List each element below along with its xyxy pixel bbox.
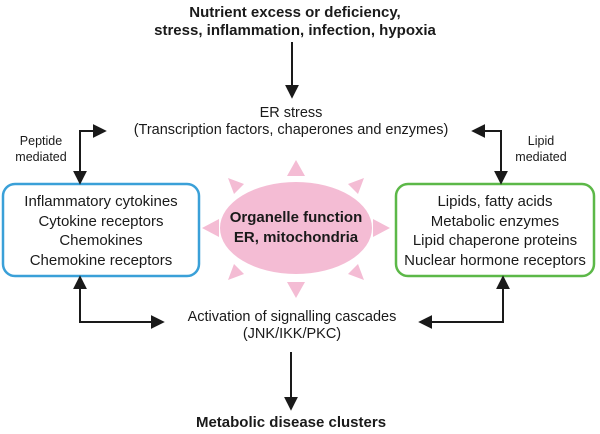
arrow-er-stress-to-left-box <box>73 124 107 185</box>
top-cause-line1: Nutrient excess or deficiency, <box>189 4 401 21</box>
left-box-item: Inflammatory cytokines <box>24 193 178 210</box>
peptide-mediated-label: Peptide mediated <box>10 134 72 165</box>
left-box-item: Chemokine receptors <box>29 251 173 269</box>
organelle-function-text: Organelle function ER, mitochondria <box>220 208 372 247</box>
pink-pointers <box>202 160 390 298</box>
right-box-item: Lipid chaperone proteins <box>412 232 578 249</box>
pink-pointer-upper-right <box>348 178 364 194</box>
peptide-label-line2: mediated <box>15 149 67 164</box>
top-cause-line2: stress, inflammation, infection, hypoxia <box>154 22 436 39</box>
organelle-line1: Organelle function <box>229 209 363 226</box>
pink-pointer-up <box>287 160 305 176</box>
left-box-item: Cytokine receptors <box>38 212 164 230</box>
right-box-item: Metabolic enzymes <box>430 212 560 230</box>
peptide-label-line1: Peptide <box>19 134 63 148</box>
pink-pointer-lower-right <box>348 264 364 280</box>
arrows <box>73 42 510 411</box>
er-stress-subtitle: (Transcription factors, chaperones and e… <box>133 122 449 139</box>
pink-pointer-down <box>287 282 305 298</box>
signalling-line2: (JNK/IKK/PKC) <box>242 326 342 343</box>
pink-pointer-right <box>373 219 390 237</box>
right-box: Lipids, fatty acids Metabolic enzymes Li… <box>398 192 592 270</box>
pink-pointer-left <box>202 219 219 237</box>
er-stress-title: ER stress <box>259 105 323 121</box>
organelle-ellipse <box>220 182 372 274</box>
signalling-line1: Activation of signalling cascades <box>187 309 397 325</box>
organelle-line2: ER, mitochondria <box>233 228 359 246</box>
er-stress-text: ER stress (Transcription factors, chaper… <box>105 105 477 140</box>
lipid-mediated-label: Lipid mediated <box>508 134 574 165</box>
pink-pointer-upper-left <box>228 178 244 194</box>
lipid-label-line1: Lipid <box>527 134 555 148</box>
left-box: Inflammatory cytokines Cytokine receptor… <box>5 192 197 270</box>
signalling-cascades-text: Activation of signalling cascades (JNK/I… <box>165 309 419 344</box>
left-box-item: Chemokines <box>59 232 143 249</box>
right-box-item: Nuclear hormone receptors <box>404 251 586 269</box>
pink-pointer-lower-left <box>228 264 244 280</box>
metabolic-disease-clusters: Metabolic disease clusters <box>195 414 387 431</box>
top-cause-text: Nutrient excess or deficiency, stress, i… <box>150 4 440 40</box>
lipid-label-line2: mediated <box>515 149 567 164</box>
arrow-left-box-to-signalling <box>73 275 165 329</box>
arrow-right-box-to-signalling <box>418 275 510 329</box>
right-box-item: Lipids, fatty acids <box>437 193 553 210</box>
arrow-er-stress-to-right-box <box>471 124 508 185</box>
